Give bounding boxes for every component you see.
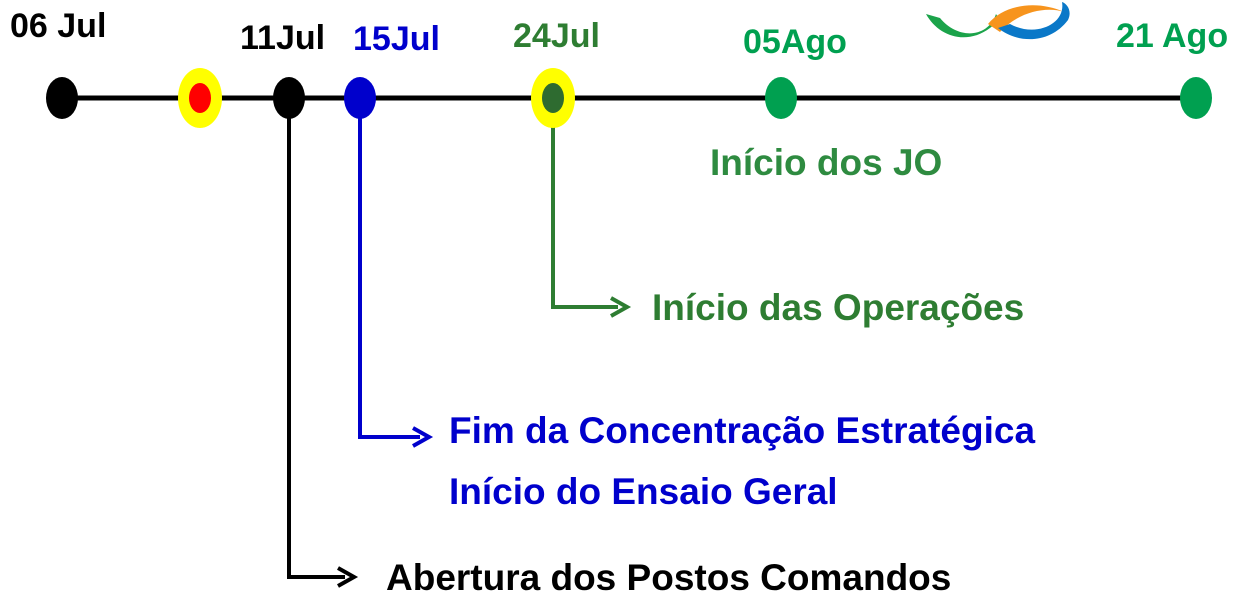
dot-15jul xyxy=(344,77,376,119)
connector-24jul xyxy=(551,98,618,309)
date-label-06jul: 06 Jul xyxy=(10,7,107,45)
connector-15jul xyxy=(358,98,420,439)
arrowhead-15jul xyxy=(412,426,434,448)
dot-red xyxy=(189,83,211,113)
dot-06jul xyxy=(46,77,78,119)
event-inicio-operacoes: Início das Operações xyxy=(652,287,1025,328)
dot-24jul xyxy=(542,83,564,113)
dot-21ago xyxy=(1180,77,1212,119)
arrowhead-24jul xyxy=(610,296,632,318)
event-inicio-ensaio: Início do Ensaio Geral xyxy=(449,471,838,512)
date-label-21ago: 21 Ago xyxy=(1116,17,1229,55)
event-abertura-postos: Abertura dos Postos Comandos xyxy=(386,557,952,598)
date-label-11jul: 11Jul xyxy=(240,19,326,57)
rio-2016-logo-icon xyxy=(926,2,1070,40)
dot-05ago xyxy=(765,77,797,119)
event-inicio-jo: Início dos JO xyxy=(710,142,943,183)
date-label-24jul: 24Jul xyxy=(513,17,600,55)
date-label-05ago: 05Ago xyxy=(743,23,847,61)
date-label-15jul: 15Jul xyxy=(353,20,440,58)
arrowhead-11jul xyxy=(337,566,359,588)
connector-11jul xyxy=(287,98,345,579)
dot-11jul xyxy=(273,77,305,119)
event-fim-concentracao: Fim da Concentração Estratégica xyxy=(449,410,1036,451)
